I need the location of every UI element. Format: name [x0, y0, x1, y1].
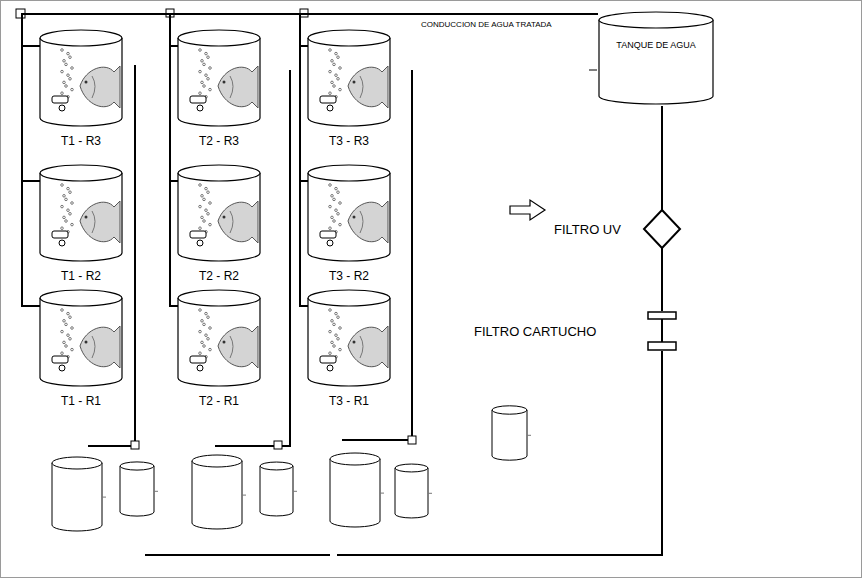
tank-drawing — [38, 288, 124, 388]
fish-tank: T1 - R1 — [38, 288, 124, 408]
pipe-connector — [661, 106, 663, 210]
valves — [16, 9, 416, 449]
pipes — [88, 65, 662, 555]
tick — [589, 70, 597, 71]
buckets — [52, 406, 531, 531]
tank-drawing — [306, 288, 392, 388]
pipe-connector — [661, 248, 663, 311]
node-label: T1 - R3 — [38, 134, 124, 148]
tank-drawing — [176, 163, 262, 263]
node-label: TANQUE DE AGUA — [597, 40, 715, 50]
tank-drawing — [306, 28, 392, 128]
node-label: T1 - R2 — [38, 269, 124, 283]
tank-drawing — [176, 288, 262, 388]
node-label: FILTRO UV — [554, 222, 621, 237]
uv-filter: FILTRO UV — [550, 210, 682, 248]
tank-drawing — [38, 163, 124, 263]
cartridge-filter: FILTRO CARTUCHO — [470, 311, 682, 351]
fish-tank: T3 - R1 — [306, 288, 392, 408]
fish-tank: T2 - R2 — [176, 163, 262, 283]
pipe-connector — [300, 14, 598, 306]
node-label: T2 - R3 — [176, 134, 262, 148]
node-label: FILTRO CARTUCHO — [474, 324, 596, 339]
pipe-connector — [170, 14, 598, 306]
tank-drawing — [306, 163, 392, 263]
fish-tank: T1 - R3 — [38, 28, 124, 148]
water-tank: TANQUE DE AGUA — [597, 10, 715, 106]
node-label: T1 - R1 — [38, 394, 124, 408]
pipe-connector — [22, 14, 598, 306]
node-label: T2 - R1 — [176, 394, 262, 408]
node-label: T2 - R2 — [176, 269, 262, 283]
fish-tank: T3 - R2 — [306, 163, 392, 283]
node-label: T3 - R1 — [306, 394, 392, 408]
pipe-connector — [170, 14, 598, 46]
pipe-connector — [300, 14, 598, 46]
pipe-label: CONDUCCION DE AGUA TRATADA — [420, 20, 553, 29]
fish-tank: T1 - R2 — [38, 163, 124, 283]
node-label: T3 - R2 — [306, 269, 392, 283]
tank-drawing — [38, 28, 124, 128]
fish-tank: T2 - R1 — [176, 288, 262, 408]
fish-tank: T2 - R3 — [176, 28, 262, 148]
pipe-connector — [22, 14, 598, 181]
fish-tank: T3 - R3 — [306, 28, 392, 148]
pipe-connector — [300, 14, 598, 181]
tank-outline — [597, 10, 715, 106]
node-label: T3 - R3 — [306, 134, 392, 148]
pipe-connector — [170, 14, 598, 181]
flow-arrow — [510, 200, 545, 220]
tank-drawing — [176, 28, 262, 128]
